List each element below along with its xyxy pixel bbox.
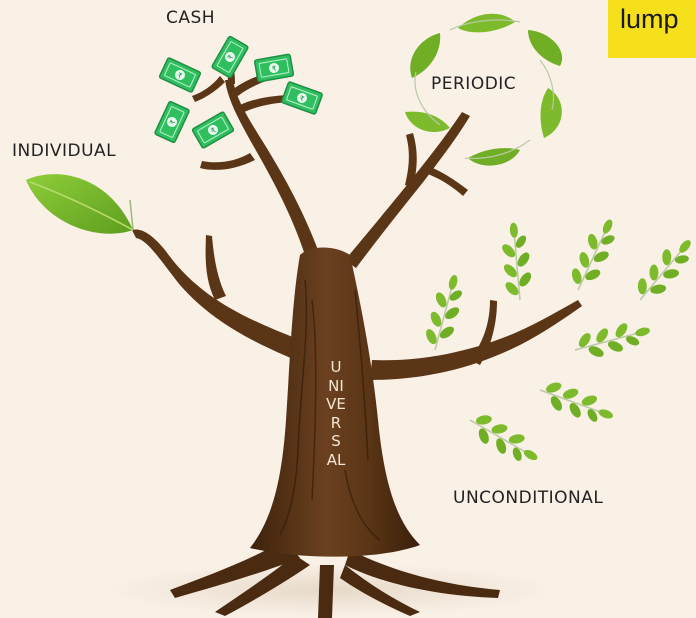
tree-roots <box>170 540 500 618</box>
lump-badge-text: lump <box>620 4 679 34</box>
single-leaf-icon <box>26 174 134 234</box>
banknote-icon <box>158 56 202 94</box>
leaf-cycle-icon <box>405 13 563 166</box>
banknote-icon <box>210 35 250 79</box>
banknote-icon <box>253 53 295 83</box>
label-cash: CASH <box>166 8 216 28</box>
label-periodic: PERIODIC <box>431 74 517 94</box>
label-universal: UNIVERSAL <box>326 358 346 469</box>
lump-badge: lump <box>608 0 696 58</box>
banknote-icon <box>280 80 324 116</box>
bark-texture <box>279 279 381 541</box>
label-individual: INDIVIDUAL <box>12 141 117 161</box>
banknote-icon <box>191 110 235 150</box>
banknote-icon <box>153 100 191 144</box>
label-unconditional: UNCONDITIONAL <box>453 488 604 508</box>
scattered-sprig-icon <box>419 212 696 474</box>
tree-trunk-icon <box>250 247 420 557</box>
